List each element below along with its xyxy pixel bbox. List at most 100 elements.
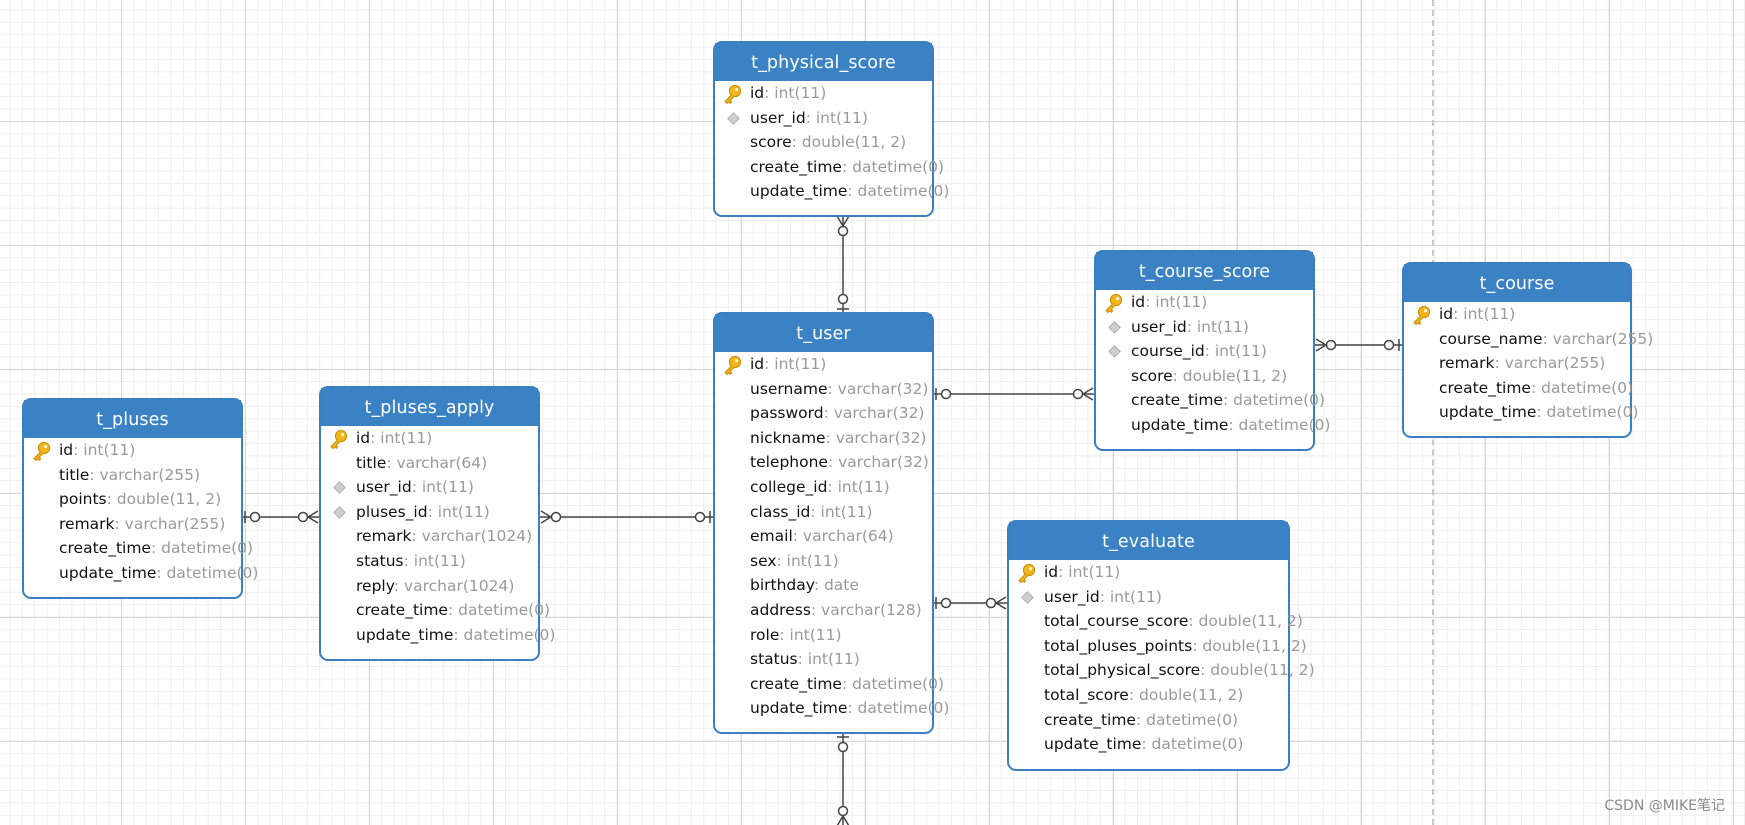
table-title[interactable]: t_pluses [24,400,241,438]
column-row[interactable]: total_score: double(11, 2) [1009,683,1288,708]
column-row[interactable]: id: int(11) [1404,302,1630,327]
column-row[interactable]: update_time: datetime(0) [1404,400,1638,425]
column-row[interactable]: create_time: datetime(0) [24,536,253,561]
column-row[interactable]: remark: varchar(255) [1404,351,1630,376]
table-t-pluses[interactable]: t_pluses id: int(11)title: varchar(255)p… [22,398,258,599]
column-row[interactable]: update_time: datetime(0) [715,179,949,204]
column-row[interactable]: create_time: datetime(0) [715,155,944,180]
table-title[interactable]: t_physical_score [715,43,932,81]
foreign-key-icon [1021,590,1034,604]
cardinality-zero-circle [550,511,562,523]
column-row[interactable]: user_id: int(11) [1009,585,1288,610]
column-name: id [750,355,765,373]
column-row[interactable]: sex: int(11) [715,549,932,574]
column-row[interactable]: remark: varchar(1024) [321,524,538,549]
primary-key-icon [722,84,744,105]
column-row[interactable]: id: int(11) [715,81,932,106]
column-row[interactable]: pluses_id: int(11) [321,500,538,525]
column-type: : int(11) [764,84,827,102]
column-row[interactable]: total_physical_score: double(11, 2) [1009,658,1315,683]
column-row[interactable]: points: double(11, 2) [24,487,241,512]
column-row[interactable]: update_time: datetime(0) [1009,732,1288,757]
column-row[interactable]: user_id: int(11) [321,475,538,500]
column-row[interactable]: course_name: varchar(255) [1404,327,1653,352]
column-row[interactable]: college_id: int(11) [715,475,932,500]
column-text: id: int(11) [356,426,432,451]
column-row[interactable]: id: int(11) [24,438,241,463]
table-t-pluses-apply[interactable]: t_pluses_apply id: int(11)title: varchar… [319,386,555,661]
column-text: update_time: datetime(0) [1044,732,1243,757]
column-name: status [750,650,798,669]
column-row[interactable]: create_time: datetime(0) [1096,388,1325,413]
table-t-course[interactable]: t_course id: int(11)course_name: varchar… [1402,262,1653,438]
column-name: create_time [356,601,448,620]
cardinality-many-crowfoot [307,510,319,524]
table-title[interactable]: t_user [715,314,932,352]
table-title[interactable]: t_pluses_apply [321,388,538,426]
column-row[interactable]: course_id: int(11) [1096,339,1313,364]
column-type: : int(11) [776,551,839,570]
column-row[interactable]: user_id: int(11) [715,106,932,131]
column-row[interactable]: id: int(11) [321,426,538,451]
column-row[interactable]: remark: varchar(255) [24,512,241,537]
column-row[interactable]: total_course_score: double(11, 2) [1009,609,1303,634]
table-t-user[interactable]: t_user id: int(11)username: varchar(32)p… [713,312,949,734]
column-row[interactable]: role: int(11) [715,623,932,648]
column-text: update_time: datetime(0) [59,561,258,586]
column-name: course_name [1439,329,1543,348]
column-row[interactable]: create_time: datetime(0) [715,672,944,697]
column-type: : datetime(0) [1228,415,1331,434]
table-title[interactable]: t_course [1404,264,1630,302]
column-row[interactable]: user_id: int(11) [1096,315,1313,340]
column-row[interactable]: create_time: datetime(0) [1404,376,1634,401]
column-row[interactable]: update_time: datetime(0) [321,623,555,648]
column-row[interactable]: id: int(11) [715,352,932,377]
table-title[interactable]: t_course_score [1096,252,1313,290]
column-text: create_time: datetime(0) [356,598,550,623]
column-row[interactable]: id: int(11) [1096,290,1313,315]
table-t-course-score[interactable]: t_course_score id: int(11)user_id: int(1… [1094,250,1330,451]
column-row[interactable]: username: varchar(32) [715,377,932,402]
column-row[interactable]: update_time: datetime(0) [1096,413,1330,438]
column-row[interactable]: title: varchar(255) [24,463,241,488]
column-row[interactable]: class_id: int(11) [715,500,932,525]
column-row[interactable]: nickname: varchar(32) [715,426,932,451]
column-row[interactable]: status: int(11) [715,647,932,672]
column-type: : int(11) [1453,305,1516,323]
column-row[interactable]: create_time: datetime(0) [321,598,550,623]
column-type: : int(11) [427,502,490,521]
column-type: : datetime(0) [1530,378,1634,397]
column-row[interactable]: status: int(11) [321,549,538,574]
column-type: : datetime(0) [150,539,254,558]
column-row[interactable]: create_time: datetime(0) [1009,708,1288,733]
table-t-evaluate[interactable]: t_evaluate id: int(11)user_id: int(11)to… [1007,520,1315,771]
column-row[interactable]: id: int(11) [1009,560,1288,585]
table-title[interactable]: t_evaluate [1009,522,1288,560]
table-t-physical-score[interactable]: t_physical_score id: int(11)user_id: int… [713,41,949,217]
column-text: status: int(11) [750,647,860,672]
column-type: : int(11) [411,478,474,497]
column-row[interactable]: address: varchar(128) [715,598,932,623]
column-row[interactable]: update_time: datetime(0) [24,561,258,586]
column-row[interactable]: total_pluses_points: double(11, 2) [1009,634,1307,659]
column-row[interactable]: password: varchar(32) [715,401,932,426]
column-row[interactable]: title: varchar(64) [321,451,538,476]
column-name: update_time [1044,735,1142,754]
column-row[interactable]: reply: varchar(1024) [321,574,538,599]
column-type: : varchar(255) [89,465,201,484]
column-row[interactable]: score: double(11, 2) [1096,364,1313,389]
column-text: remark: varchar(1024) [356,524,532,549]
column-list: id: int(11)title: varchar(255)points: do… [24,438,258,586]
column-row[interactable]: email: varchar(64) [715,524,932,549]
column-row[interactable]: update_time: datetime(0) [715,696,949,721]
column-name: user_id [1044,587,1100,606]
column-row[interactable]: score: double(11, 2) [715,130,932,155]
column-row[interactable]: birthday: date [715,573,932,598]
column-text: total_score: double(11, 2) [1044,683,1243,708]
column-text: sex: int(11) [750,549,839,574]
column-row[interactable]: telephone: varchar(32) [715,450,932,475]
column-type: : varchar(255) [1542,329,1654,348]
column-type: : int(11) [797,650,860,669]
column-name: reply [356,576,394,595]
